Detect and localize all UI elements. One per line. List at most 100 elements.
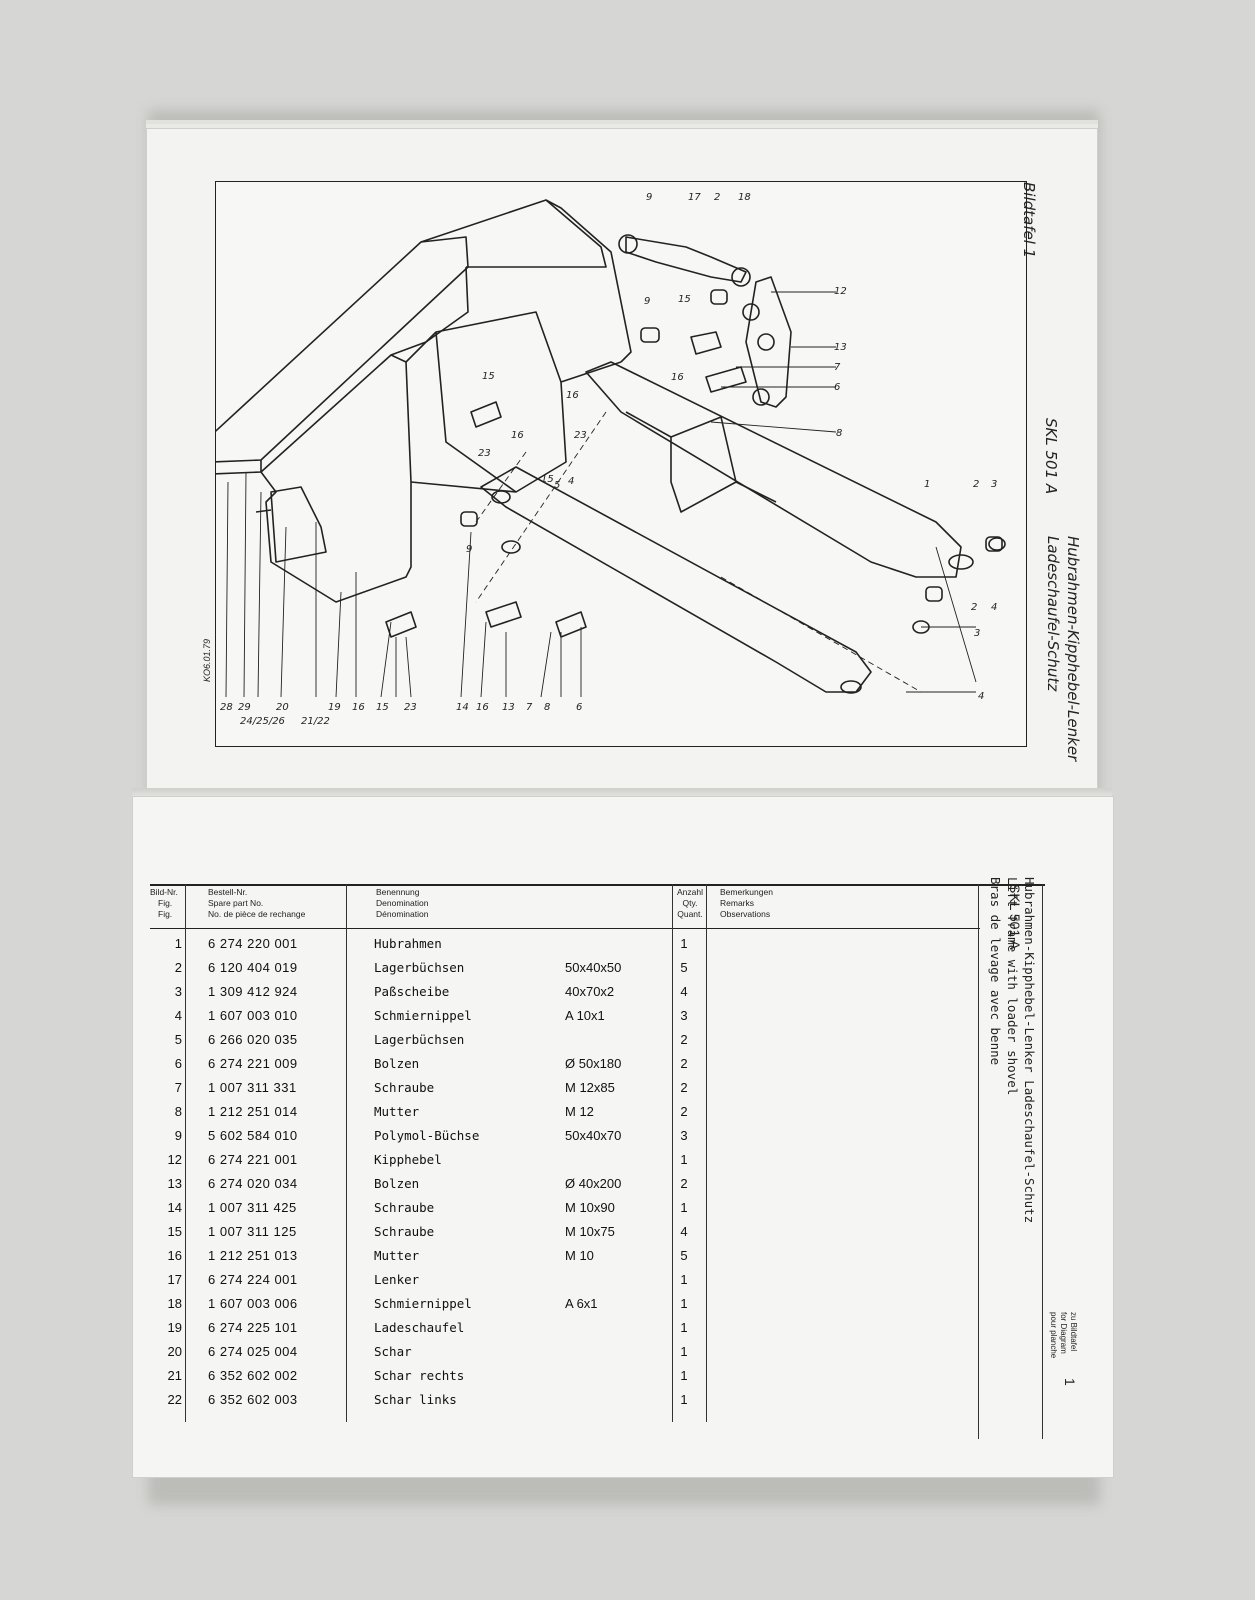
bucket-top-edge [216, 236, 469, 463]
fig-number: 2 [174, 960, 182, 975]
part-quantity: 5 [680, 960, 688, 975]
part-quantity: 2 [680, 1032, 688, 1047]
tilt-lever [745, 276, 792, 408]
lift-arm-upper [585, 361, 962, 578]
part-name: Lagerbüchsen [374, 960, 465, 975]
parts-table: Bild-Nr.Fig.Fig. Bestell-Nr.Spare part N… [150, 884, 1060, 1444]
part-quantity: 3 [680, 1128, 688, 1143]
part-quantity: 4 [680, 984, 688, 999]
part-name: Schar rechts [374, 1368, 465, 1383]
svg-text:2: 2 [714, 192, 720, 203]
part-number: 6 274 225 101 [208, 1320, 298, 1335]
fig-number: 20 [167, 1344, 182, 1359]
callout-9: 9 [646, 192, 652, 203]
part-name: Bolzen [374, 1176, 420, 1191]
diagram-subtitle-1: Hubrahmen-Kipphebel-Lenker [1064, 536, 1082, 762]
svg-text:15: 15 [678, 294, 691, 305]
fig-number: 13 [167, 1176, 182, 1191]
diagram-reference-number: 1 [1062, 1378, 1078, 1386]
svg-text:2: 2 [971, 602, 977, 613]
svg-text:23: 23 [404, 702, 417, 713]
diagram-model: SKL 501 A [1042, 418, 1060, 495]
part-quantity: 2 [680, 1104, 688, 1119]
lift-arm-lower [480, 466, 872, 693]
svg-text:4: 4 [978, 691, 984, 702]
fig-number: 4 [174, 1008, 182, 1023]
part-number: 1 309 412 924 [208, 984, 298, 999]
part-name: Schraube [374, 1224, 435, 1239]
svg-text:4: 4 [568, 476, 574, 487]
header-part-no: Bestell-Nr.Spare part No.No. de pièce de… [208, 887, 306, 919]
part-dimension: M 10x90 [565, 1200, 615, 1215]
svg-text:6: 6 [576, 702, 582, 713]
svg-text:21/22: 21/22 [301, 716, 330, 727]
fig-number: 12 [167, 1152, 182, 1167]
svg-text:3: 3 [991, 479, 997, 490]
fig-number: 7 [174, 1080, 182, 1095]
fig-number: 21 [167, 1368, 182, 1383]
part-quantity: 1 [680, 1344, 688, 1359]
svg-text:4: 4 [991, 602, 997, 613]
part-dimension: Ø 50x180 [565, 1056, 622, 1071]
part-name: Schraube [374, 1080, 435, 1095]
pin [690, 331, 722, 355]
svg-text:19: 19 [328, 702, 341, 713]
side-title-de: Hubrahmen-Kipphebel-Lenker Ladeschaufel-… [1022, 877, 1037, 1224]
diagram-subtitle-2: Ladeschaufel-Schutz [1044, 536, 1062, 692]
part-name: Schar links [374, 1392, 457, 1407]
part-name: Lenker [374, 1272, 420, 1287]
fig-number: 15 [167, 1224, 182, 1239]
part-quantity: 3 [680, 1008, 688, 1023]
svg-text:13: 13 [502, 702, 515, 713]
svg-text:16: 16 [476, 702, 489, 713]
fig-number: 6 [174, 1056, 182, 1071]
part-name: Hubrahmen [374, 936, 442, 951]
fig-number: 5 [174, 1032, 182, 1047]
cutting-edge [270, 486, 327, 563]
svg-text:12: 12 [834, 286, 847, 297]
svg-text:7: 7 [834, 362, 841, 373]
svg-text:8: 8 [544, 702, 550, 713]
part-quantity: 1 [680, 1368, 688, 1383]
svg-text:17: 17 [688, 192, 701, 203]
fig-number: 16 [167, 1248, 182, 1263]
svg-text:16: 16 [671, 372, 684, 383]
part-number: 1 212 251 014 [208, 1104, 298, 1119]
part-dimension: M 12 [565, 1104, 594, 1119]
svg-text:18: 18 [738, 192, 751, 203]
part-name: Mutter [374, 1104, 420, 1119]
parts-list-page [132, 796, 1114, 1478]
side-title-en: Lift frame with loader shovel [1005, 877, 1020, 1096]
fig-number: 3 [174, 984, 182, 999]
fig-number: 18 [167, 1296, 182, 1311]
part-quantity: 1 [680, 1392, 688, 1407]
part-dimension: Ø 40x200 [565, 1176, 622, 1191]
svg-text:7: 7 [526, 702, 533, 713]
exploded-diagram: 9 17 2 18 12 9 15 13 16 7 6 8 15 16 16 2… [215, 181, 1027, 747]
part-number: 6 274 221 001 [208, 1152, 298, 1167]
part-number: 6 352 602 002 [208, 1368, 298, 1383]
part-number: 6 352 602 003 [208, 1392, 298, 1407]
part-number: 1 007 311 125 [208, 1224, 297, 1239]
side-title-fr: Bras de levage avec benne [988, 877, 1003, 1066]
part-name: Schmiernippel [374, 1296, 472, 1311]
part-number: 6 274 020 034 [208, 1176, 298, 1191]
part-dimension: 40x70x2 [565, 984, 615, 999]
svg-text:13: 13 [834, 342, 847, 353]
svg-text:2: 2 [973, 479, 979, 490]
part-number: 1 607 003 010 [208, 1008, 298, 1023]
part-number: 6 274 220 001 [208, 936, 298, 951]
svg-text:15: 15 [376, 702, 389, 713]
part-quantity: 2 [680, 1176, 688, 1191]
header-fig: Bild-Nr.Fig.Fig. [150, 887, 178, 919]
